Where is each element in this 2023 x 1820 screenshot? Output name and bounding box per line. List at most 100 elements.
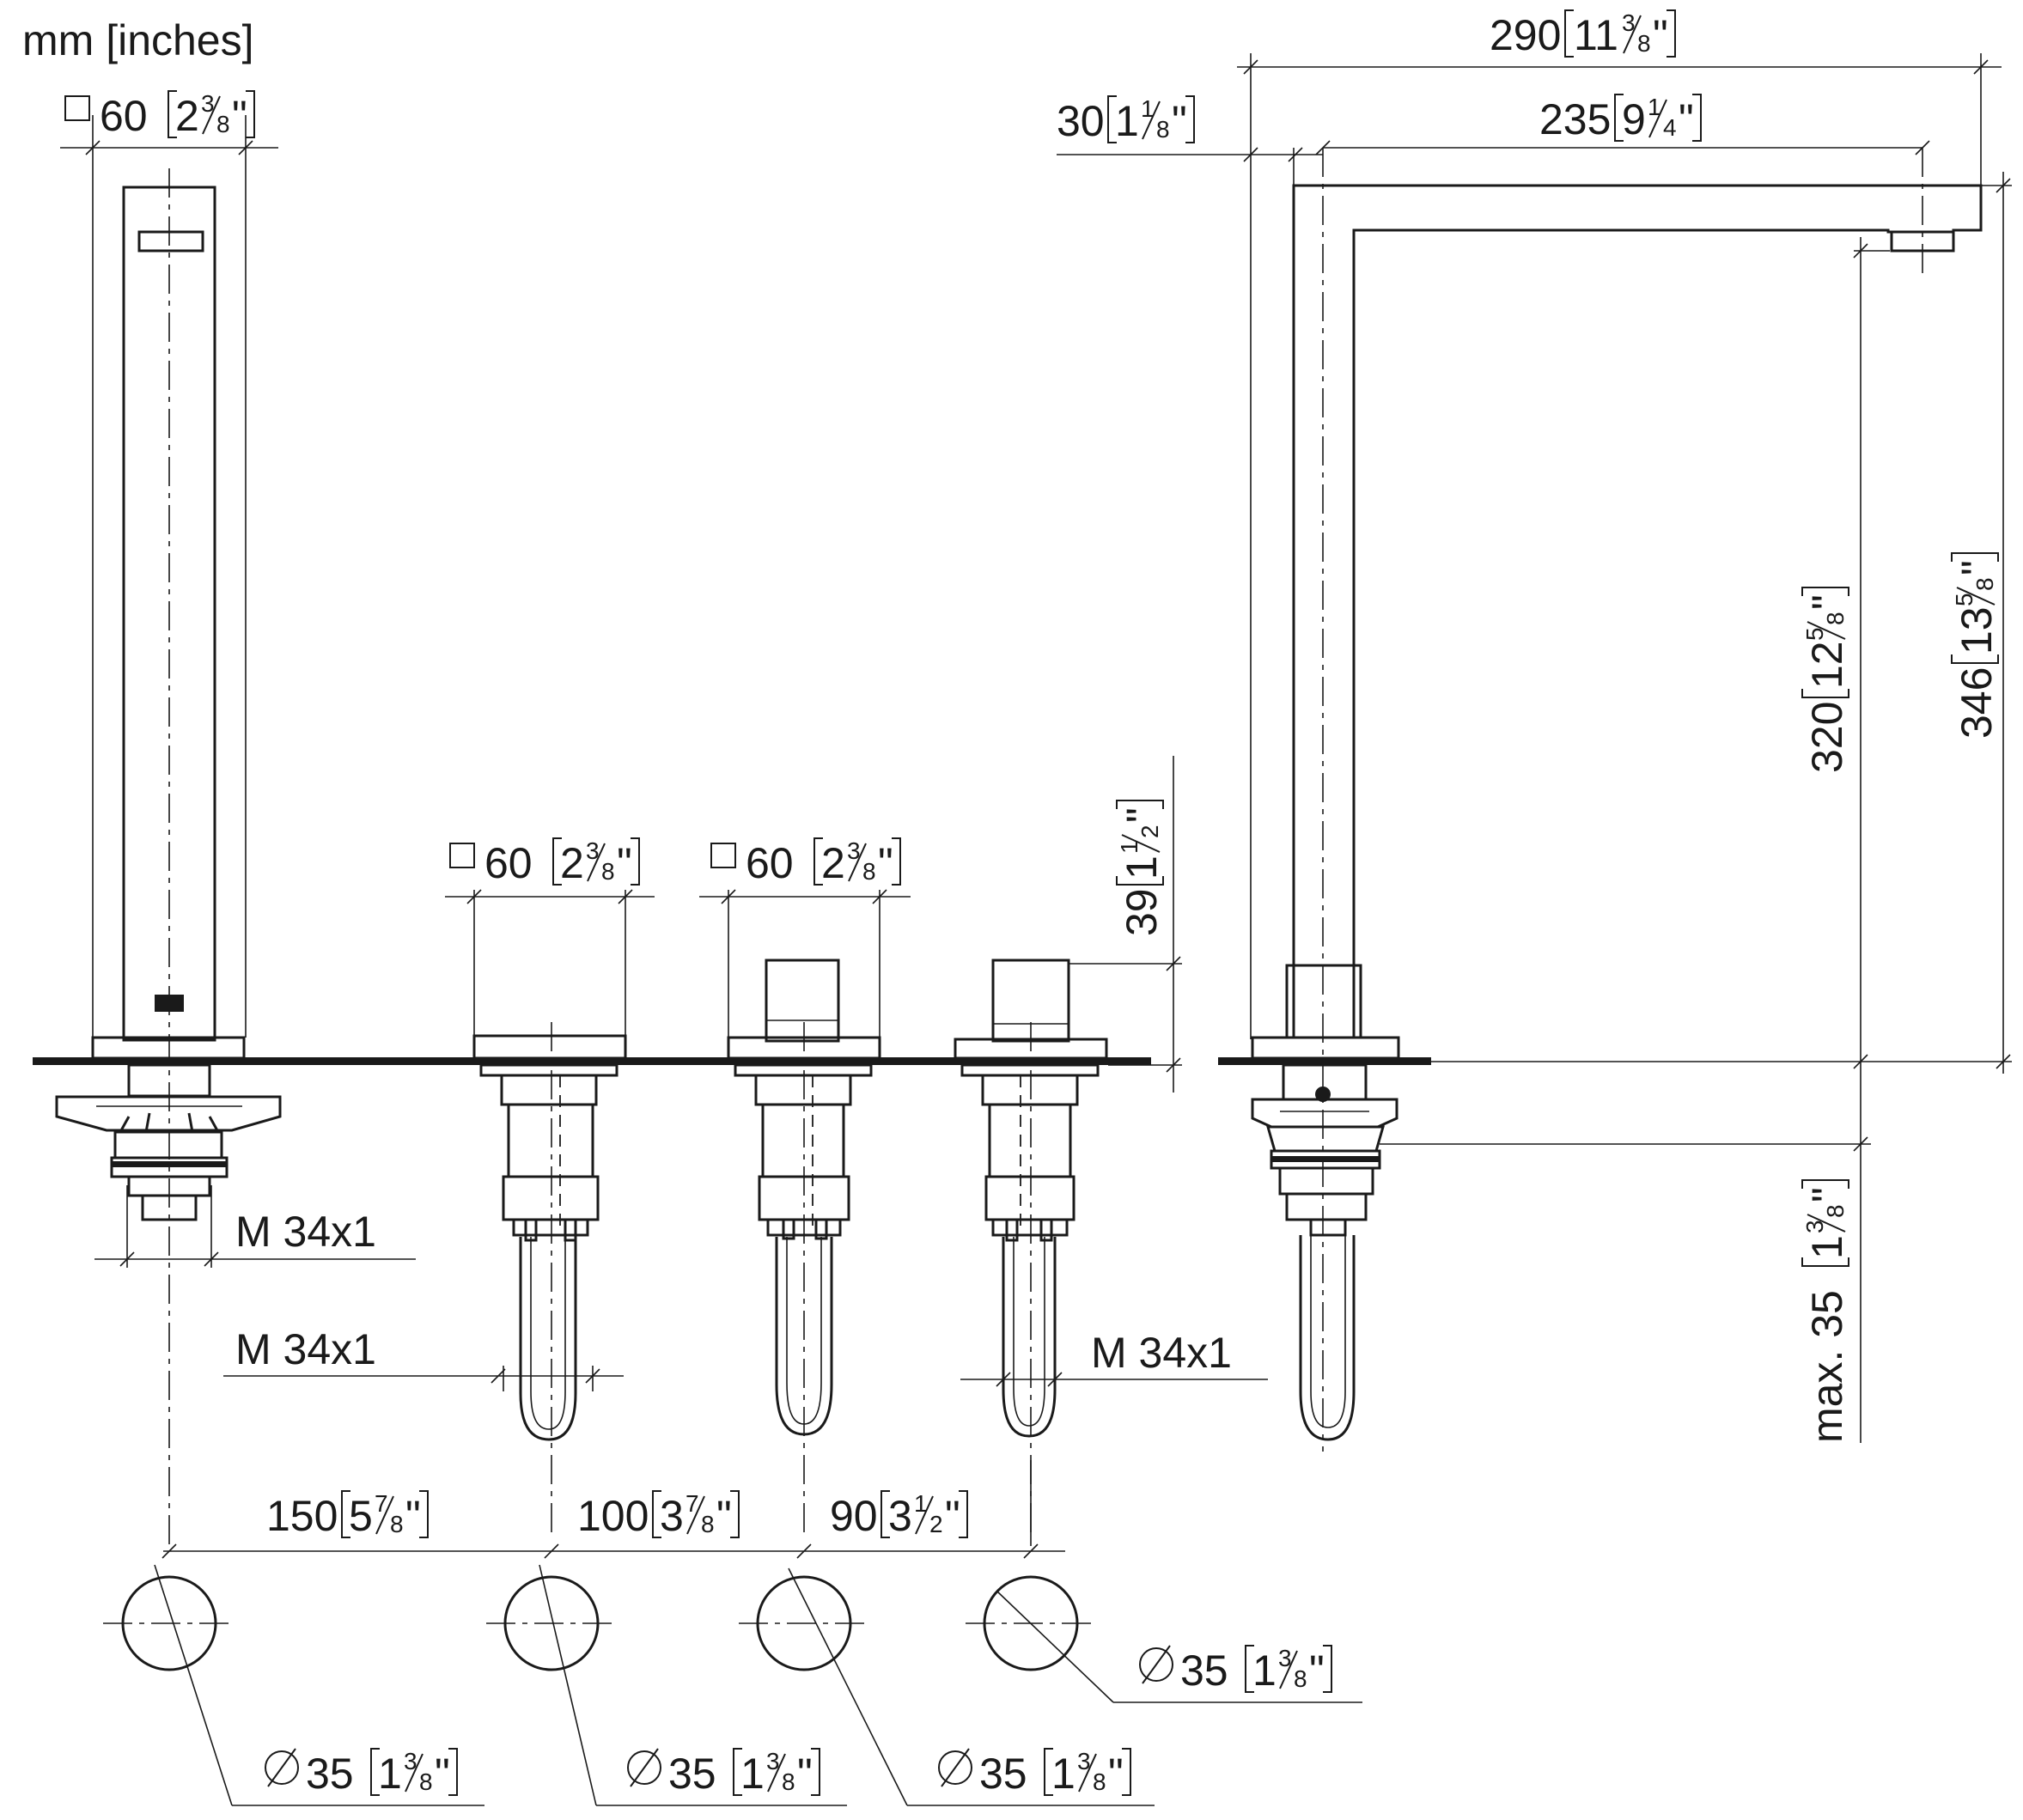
svg-text:": " — [617, 839, 632, 887]
svg-text:8: 8 — [390, 1511, 404, 1537]
spout-front-view — [55, 186, 282, 1221]
svg-text:8: 8 — [419, 1768, 433, 1795]
svg-text:8: 8 — [1156, 116, 1170, 143]
mounting-hole-3 — [739, 1567, 1155, 1806]
dim-deck-thickness: max. 35 1 3 8 " — [1801, 1179, 1851, 1443]
svg-text:100: 100 — [577, 1492, 649, 1540]
dim-hole-1: 35 1 3 8 " — [265, 1748, 458, 1798]
svg-text:1: 1 — [1115, 97, 1139, 145]
deck-line-right — [1218, 1057, 1431, 1065]
svg-text:346: 346 — [1953, 667, 2001, 739]
svg-text:3: 3 — [847, 837, 861, 864]
svg-text:max. 35: max. 35 — [1803, 1290, 1851, 1443]
svg-text:60: 60 — [484, 839, 533, 887]
svg-text:1: 1 — [1803, 1235, 1851, 1259]
units-label: mm [inches] — [22, 16, 254, 64]
dim-spacing-2: 100 3 7 8 " — [577, 1490, 740, 1540]
dim-hole-2: 35 1 3 8 " — [627, 1748, 820, 1798]
svg-text:": " — [1679, 95, 1694, 143]
svg-text:8: 8 — [1822, 1204, 1849, 1218]
svg-text:": " — [1309, 1647, 1325, 1695]
svg-text:1: 1 — [1141, 95, 1155, 122]
dim-handle-2-square: 60 2 3 8 " — [710, 837, 901, 887]
mounting-hole-4 — [966, 1575, 1362, 1703]
svg-text:": " — [1172, 97, 1187, 145]
svg-text:7: 7 — [375, 1490, 388, 1517]
svg-text:60: 60 — [746, 839, 794, 887]
svg-text:": " — [1653, 11, 1668, 59]
svg-text:5: 5 — [349, 1492, 373, 1540]
svg-text:3: 3 — [1077, 1748, 1091, 1774]
thread-handle-left: M 34x1 — [235, 1325, 376, 1373]
svg-text:": " — [1803, 1187, 1851, 1202]
svg-text:235: 235 — [1539, 95, 1611, 143]
svg-text:": " — [1803, 594, 1851, 610]
thread-spout: M 34x1 — [235, 1208, 376, 1256]
svg-text:8: 8 — [1294, 1665, 1307, 1692]
svg-text:": " — [405, 1492, 421, 1540]
mounting-hole-1 — [103, 1564, 484, 1806]
svg-text:4: 4 — [1663, 114, 1677, 141]
svg-text:1: 1 — [1252, 1647, 1277, 1695]
svg-text:13: 13 — [1953, 606, 2001, 654]
svg-text:": " — [878, 839, 893, 887]
svg-text:150: 150 — [266, 1492, 338, 1540]
svg-text:1: 1 — [914, 1490, 928, 1517]
svg-text:": " — [1108, 1750, 1124, 1798]
svg-text:1: 1 — [740, 1750, 765, 1798]
svg-text:3: 3 — [404, 1748, 417, 1774]
svg-text:8: 8 — [1822, 612, 1849, 625]
svg-text:60: 60 — [100, 92, 148, 140]
svg-text:1: 1 — [1118, 855, 1166, 880]
svg-text:8: 8 — [782, 1768, 795, 1795]
svg-text:2: 2 — [175, 92, 199, 140]
svg-text:35: 35 — [668, 1750, 716, 1798]
svg-text:": " — [945, 1492, 960, 1540]
svg-text:2: 2 — [821, 839, 845, 887]
svg-text:": " — [716, 1492, 732, 1540]
dim-hole-3: 35 1 3 8 " — [938, 1748, 1131, 1798]
svg-text:12: 12 — [1803, 641, 1851, 689]
deck-line-left — [33, 1057, 1151, 1065]
svg-text:30: 30 — [1057, 97, 1105, 145]
svg-text:35: 35 — [306, 1750, 354, 1798]
svg-text:2: 2 — [929, 1511, 943, 1537]
svg-text:3: 3 — [586, 837, 600, 864]
mounting-hole-2 — [486, 1564, 847, 1806]
dim-hole-4: 35 1 3 8 " — [1139, 1645, 1332, 1695]
dim-spout-thickness: 30 1 1 8 " — [1057, 95, 1195, 145]
dim-spacing-1: 150 5 7 8 " — [266, 1490, 429, 1540]
dim-projection-spout: 235 9 1 4 " — [1539, 94, 1702, 143]
svg-text:8: 8 — [1093, 1768, 1106, 1795]
svg-text:3: 3 — [766, 1748, 780, 1774]
svg-text:1: 1 — [378, 1750, 402, 1798]
dim-handle-1-square: 60 2 3 8 " — [449, 837, 640, 887]
svg-text:3: 3 — [201, 90, 215, 117]
svg-text:9: 9 — [1622, 95, 1646, 143]
svg-text:8: 8 — [1971, 577, 1998, 591]
spout-side-view — [1251, 184, 1983, 1441]
svg-text:8: 8 — [1637, 30, 1651, 57]
svg-text:8: 8 — [862, 858, 876, 885]
svg-text:1: 1 — [1648, 94, 1661, 120]
dim-spout-square: 60 2 3 8 " — [64, 90, 255, 140]
svg-text:": " — [797, 1750, 813, 1798]
svg-text:1: 1 — [1116, 840, 1143, 854]
handle-3 — [954, 959, 1108, 1438]
svg-text:3: 3 — [1622, 9, 1636, 36]
svg-text:35: 35 — [979, 1750, 1027, 1798]
svg-text:90: 90 — [830, 1492, 878, 1540]
svg-text:39: 39 — [1118, 888, 1166, 936]
svg-text:": " — [1118, 807, 1166, 823]
svg-text:3: 3 — [660, 1492, 684, 1540]
svg-text:": " — [232, 92, 247, 140]
svg-text:1: 1 — [1051, 1750, 1075, 1798]
svg-text:5: 5 — [1801, 627, 1828, 641]
svg-text:35: 35 — [1180, 1647, 1228, 1695]
svg-text:290: 290 — [1490, 11, 1561, 59]
dim-height-total: 346 13 5 8 " — [1951, 552, 2001, 739]
handle-1 — [472, 1034, 627, 1441]
dim-spacing-3: 90 3 1 2 " — [830, 1490, 968, 1540]
svg-text:2: 2 — [560, 839, 584, 887]
